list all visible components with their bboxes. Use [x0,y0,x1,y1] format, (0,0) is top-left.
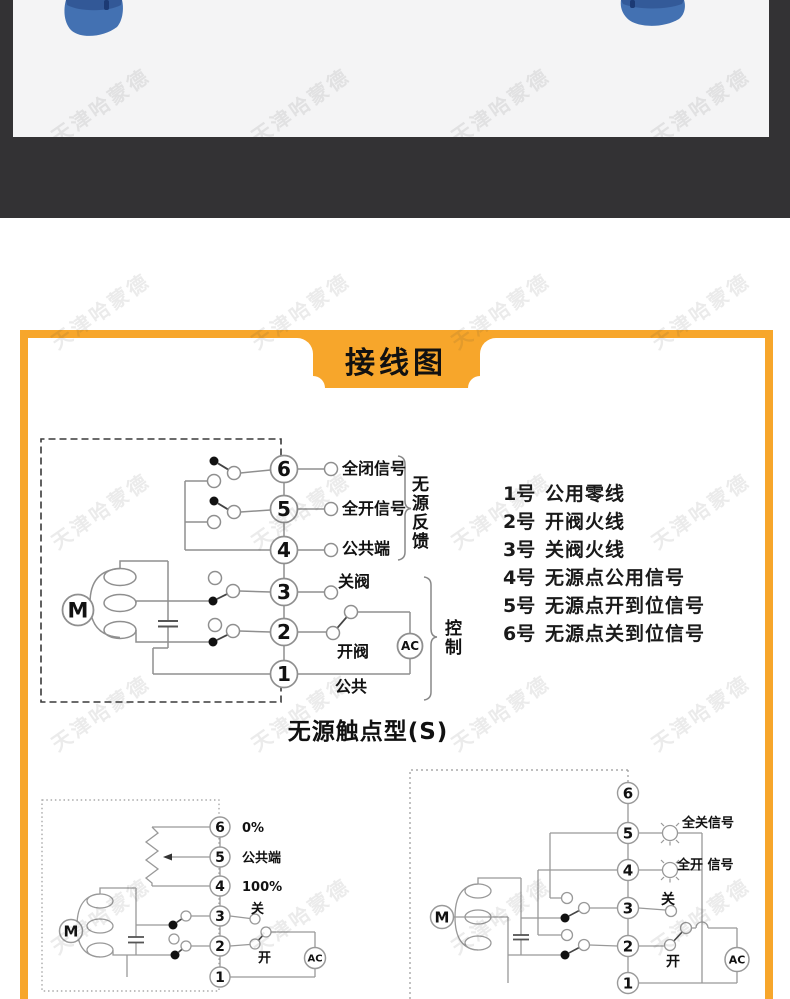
bl-label-common-end: 公共端 [242,850,281,866]
br-label-open: 开 [666,954,680,970]
terminal-1: 1 [277,662,291,686]
bl-label-close: 关 [251,901,264,917]
br-label-full-close-signal: 全关信号 [681,815,734,831]
wiring-diagram-panel: 接线图 [20,330,773,999]
br-terminal-3: 3 [623,899,633,917]
bl-terminal-1: 1 [215,970,225,986]
product-photo-fragment-left [64,0,123,36]
contact-dots [208,456,219,647]
br-motor-windings [464,883,492,951]
br-contact-circles [560,891,693,952]
br-label-full-open-signal: 全开 信号 [676,857,734,873]
motor-icon [61,593,95,627]
note-row: 1号公用零线 [503,483,626,505]
wiper-arrow [163,853,172,861]
note-row: 2号开阀火线 [503,511,626,533]
bl-terminal-4: 4 [215,879,225,895]
capacitor [158,620,178,628]
hero-dark-band [0,0,790,218]
product-photo-fragment-right [620,0,685,26]
main-wires [89,468,411,675]
label-close-valve: 关阀 [338,572,370,591]
label-common-end: 公共端 [342,539,390,558]
motor-label: M [68,598,89,622]
br-ac-source-icon [724,946,750,973]
br-terminals: 6 5 4 3 2 1 [616,781,640,995]
terminal-3: 3 [277,580,291,604]
signal-lamps [660,822,680,883]
bl-terminal-6: 6 [215,820,225,836]
bl-label-100pct: 100% [242,880,282,895]
br-terminal-4: 4 [623,861,633,879]
feedback-group-label: 无源反馈 [408,475,428,551]
label-open-valve: 开阀 [337,642,369,661]
product-photo-strip [13,0,769,137]
note-row: 5号无源点开到位信号 [503,595,706,617]
ac-source-icon [396,632,424,660]
note-row: 3号关阀火线 [503,539,626,561]
bl-contact-dots [168,920,180,960]
bl-terminals: 6 5 4 3 2 1 [209,816,231,988]
main-terminals: 6 5 4 3 2 1 [269,454,299,689]
bl-terminal-3: 3 [215,909,225,925]
bl-motor-windings [86,893,114,958]
br-capacitor [513,934,529,941]
group-braces [397,455,438,701]
label-full-close-signal: 全闭信号 [341,459,406,478]
control-group-label: 控制 [441,619,461,657]
contact-circles [206,461,359,641]
note-row: 6号无源点关到位信号 [503,623,706,645]
br-terminal-5: 5 [623,824,633,842]
br-switch-blades [568,909,683,954]
br-label-close: 关 [661,891,675,908]
br-terminal-2: 2 [623,937,633,955]
bottom-left-wiring-diagram: 6 5 4 3 2 1 M AC 0% 公共端 100% 关 开 [41,799,327,992]
bl-motor-label: M [64,922,79,940]
panel-title: 接线图 [345,346,447,381]
terminal-6: 6 [277,457,291,481]
panel-header-banner: 接线图 [28,338,765,388]
br-contact-dots [560,913,570,960]
terminal-5: 5 [277,497,291,521]
bl-ac-label: AC [307,954,322,965]
ac-label: AC [401,639,419,653]
label-full-open-signal: 全开信号 [341,499,406,518]
switch-blades [216,462,348,641]
actuator-boundary-dashed [40,438,282,703]
main-diagram-caption: 无源触点型(S) [287,719,449,745]
bl-terminal-5: 5 [215,850,225,866]
bl-ac-source-icon [303,946,327,970]
bl-switch-blades [176,918,264,953]
bottom-right-wiring-diagram: 6 5 4 3 2 1 M AC 全关信号 全开 信号 关 开 [409,769,750,999]
note-row: 4号无源点公用信号 [503,567,686,589]
br-motor-label: M [435,908,450,926]
terminal-notes-list: 1号公用零线 2号开阀火线 3号关阀火线 4号无源点公用信号 5号无源点开到位信… [503,480,705,648]
main-wiring-diagram: 6 5 4 3 2 1 M AC 全闭信号 全开信号 [40,438,438,703]
bl-motor-icon [58,918,84,944]
bl-label-0pct: 0% [242,821,264,836]
terminal-4: 4 [277,538,291,562]
label-common: 公共 [335,677,367,696]
actuator-boundary-dotted [409,769,629,999]
br-terminal-6: 6 [623,784,633,802]
bl-label-open: 开 [258,951,271,966]
bl-contact-circles [168,910,272,952]
motor-windings [103,567,137,640]
bl-capacitor [128,936,144,944]
bl-terminal-2: 2 [215,939,225,955]
br-terminal-1: 1 [623,974,633,992]
br-motor-icon [429,904,455,930]
actuator-boundary-dotted [41,799,220,992]
br-ac-label: AC [729,953,746,966]
terminal-2: 2 [277,620,291,644]
